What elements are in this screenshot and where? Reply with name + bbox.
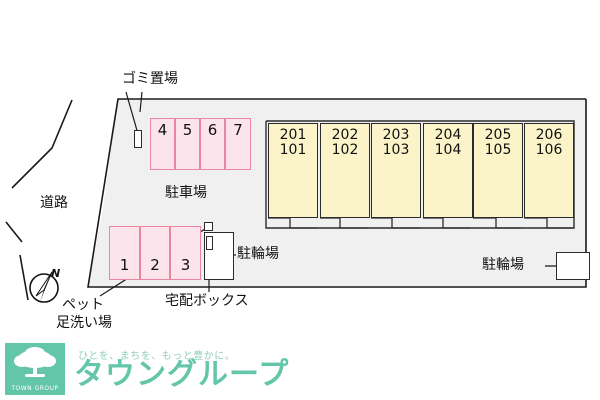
building-unit[interactable]: 201 101 [268, 123, 318, 218]
unit-number-upper: 203 [382, 127, 410, 143]
parking-stall[interactable]: 4 [150, 118, 175, 170]
trash-enclosure-icon [134, 130, 142, 148]
brand-tagline: ひとを、まちを、もっと豊かに。 [78, 351, 236, 362]
parking-stall[interactable]: 2 [140, 226, 170, 280]
unit-number-block: 206 106 [525, 128, 573, 158]
unit-number-lower: 106 [535, 142, 563, 158]
unit-number-lower: 101 [279, 142, 307, 158]
unit-number-lower: 105 [484, 142, 512, 158]
label-bicycle-parking-mid: 駐輪場 [237, 246, 279, 262]
parking-stall[interactable]: 3 [170, 226, 201, 280]
delivery-box-slot-icon [206, 236, 213, 250]
parking-stall-label: 5 [182, 121, 193, 139]
unit-number-upper: 201 [279, 127, 307, 143]
label-delivery-box: 宅配ボックス [165, 293, 249, 309]
parking-stall-label: 6 [207, 121, 218, 139]
unit-number-upper: 206 [535, 127, 563, 143]
building-unit[interactable]: 202 102 [320, 123, 370, 218]
unit-number-block: 203 103 [372, 128, 420, 158]
unit-number-block: 202 102 [321, 128, 369, 158]
logo-caption: TOWN GROUP [11, 385, 59, 392]
unit-number-block: 201 101 [269, 128, 317, 158]
label-parking-lot: 駐車場 [165, 185, 207, 201]
label-road: 道路 [40, 195, 68, 211]
unit-number-upper: 204 [434, 127, 462, 143]
tree-icon [13, 343, 57, 385]
parking-stall[interactable]: 1 [109, 226, 140, 280]
building-unit[interactable]: 205 105 [473, 123, 523, 218]
town-group-logo: TOWN GROUP [5, 343, 65, 395]
site-plan: 4 5 6 7 1 2 3 201 101 202 [5, 71, 590, 331]
parking-stall-label: 2 [150, 256, 160, 274]
label-trash-area: ゴミ置場 [122, 71, 178, 87]
bicycle-parking-mid [204, 232, 234, 280]
unit-number-upper: 205 [484, 127, 512, 143]
compass-north-label: N [51, 267, 61, 280]
parking-stall-label: 4 [157, 121, 168, 139]
brand-name: タウングループ [74, 357, 290, 392]
building-unit[interactable]: 203 103 [371, 123, 421, 218]
parking-stall[interactable]: 5 [175, 118, 200, 170]
parking-stall[interactable]: 6 [200, 118, 225, 170]
building-unit[interactable]: 206 106 [524, 123, 574, 218]
unit-number-lower: 103 [382, 142, 410, 158]
parking-stall-label: 7 [233, 121, 243, 139]
delivery-box-icon [204, 222, 213, 231]
footer-branding: TOWN GROUP ひとを、まちを、もっと豊かに。 タウングループ [0, 335, 600, 400]
unit-number-block: 204 104 [424, 128, 472, 158]
bicycle-parking-right [556, 252, 590, 280]
unit-number-block: 205 105 [474, 128, 522, 158]
label-pet-wash-line1: ペット [62, 297, 104, 313]
building-unit[interactable]: 204 104 [423, 123, 473, 218]
parking-stall-label: 3 [180, 256, 191, 274]
parking-stall-label: 1 [119, 256, 130, 274]
label-pet-wash-line2: 足洗い場 [56, 315, 112, 331]
label-bicycle-parking-right: 駐輪場 [482, 257, 524, 273]
parking-stall[interactable]: 7 [225, 118, 251, 170]
unit-number-lower: 104 [434, 142, 462, 158]
unit-number-upper: 202 [331, 127, 359, 143]
unit-number-lower: 102 [331, 142, 359, 158]
